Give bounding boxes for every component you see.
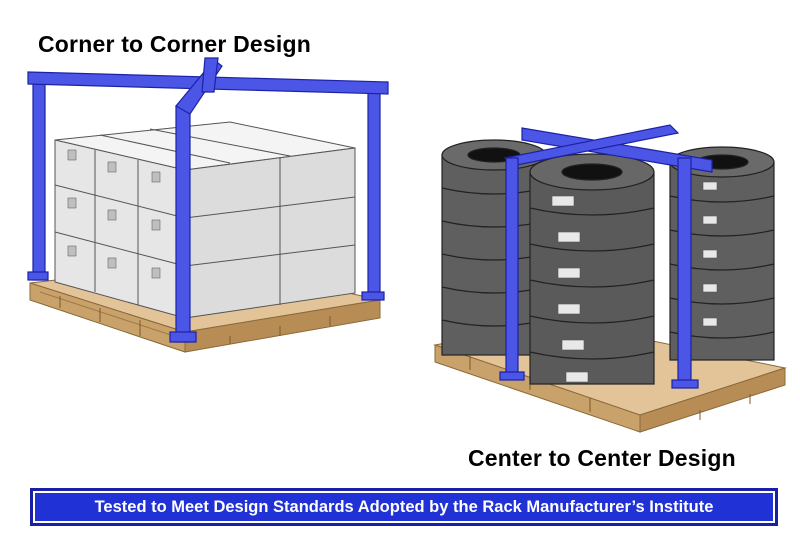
corner-design-title: Corner to Corner Design	[38, 31, 311, 57]
corner-frame	[27, 57, 389, 343]
center-design-title: Center to Center Design	[468, 445, 736, 471]
standards-banner: Tested to Meet Design Standards Adopted …	[30, 488, 778, 526]
standards-banner-text: Tested to Meet Design Standards Adopted …	[94, 497, 714, 516]
tire-stack-front	[529, 153, 655, 385]
tire-stacks	[441, 139, 775, 385]
corner-to-corner-illustration	[27, 57, 389, 353]
center-to-center-illustration	[433, 124, 787, 433]
box-stack	[54, 121, 356, 319]
center-frame	[499, 124, 713, 389]
